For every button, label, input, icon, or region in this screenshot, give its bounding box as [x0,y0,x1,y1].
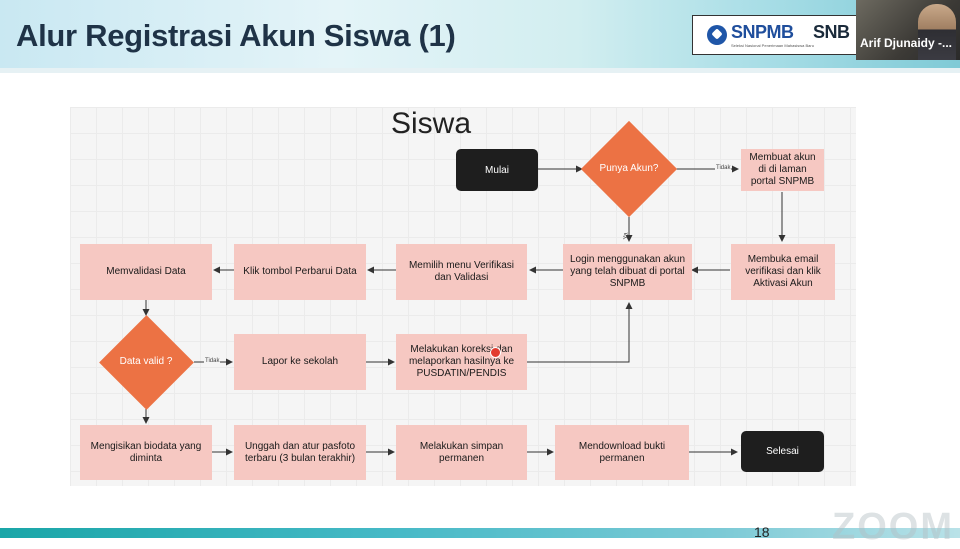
flowchart-connectors [142,165,786,456]
participant-name: Arif Djunaidy -... [860,36,953,50]
node-melakukan-koreksi: Melakukan koreksi dan melaporkan hasilny… [396,334,527,390]
node-unggah-pasfoto: Unggah dan atur pasfoto terbaru (3 bulan… [234,425,366,480]
header-divider [0,68,960,73]
node-membuka-email: Membuka email verifikasi dan klik Aktiva… [731,244,835,300]
decision-label: Data valid ? [119,356,173,367]
node-memilih-menu: Memilih menu Verifikasi dan Validasi [396,244,527,300]
page-number: 18 [754,524,770,540]
snpmb-logo-subtitle: Seleksi Nasional Penerimaan Mahasiswa Ba… [731,43,814,48]
participant-video-image [918,4,956,60]
zoom-watermark: ZOOM [832,506,954,548]
node-lapor-sekolah: Lapor ke sekolah [234,334,366,390]
node-selesai: Selesai [741,431,824,472]
snpmb-logo: SNPMB Seleksi Nasional Penerimaan Mahasi… [692,15,858,55]
edge-koreksi-login [527,302,633,363]
node-login: Login menggunakan akun yang telah dibuat… [563,244,692,300]
node-mulai: Mulai [456,149,538,191]
participant-video-tile[interactable]: Arif Djunaidy -... [856,0,960,60]
node-klik-perbarui: Klik tombol Perbarui Data [234,244,366,300]
kemdikbud-emblem-icon [707,25,727,45]
slide-footer [0,528,960,538]
edge-label-ya-akun: Ya [623,232,630,240]
slide-title: Alur Registrasi Akun Siswa (1) [16,18,456,53]
node-simpan-permanen: Melakukan simpan permanen [396,425,527,480]
flowchart-title: Siswa [391,107,472,140]
snbt-logo-text: SNB [813,22,850,42]
snpmb-logo-text: SNPMB [731,22,794,42]
decision-label: Punya Akun? [599,163,659,174]
pointer-cursor-icon [490,347,501,358]
node-memvalidasi: Memvalidasi Data [80,244,212,300]
flowchart: Siswa Tidak Ya Tidak [70,107,856,486]
node-mengisikan-biodata: Mengisikan biodata yang diminta [80,425,212,480]
node-membuat-akun: Membuat akun di di laman portal SNPMB [741,149,824,191]
edge-label-tidak-akun: Tidak [715,165,732,171]
node-mendownload-bukti: Mendownload bukti permanen [555,425,689,480]
edge-label-tidak-valid: Tidak [204,358,221,364]
